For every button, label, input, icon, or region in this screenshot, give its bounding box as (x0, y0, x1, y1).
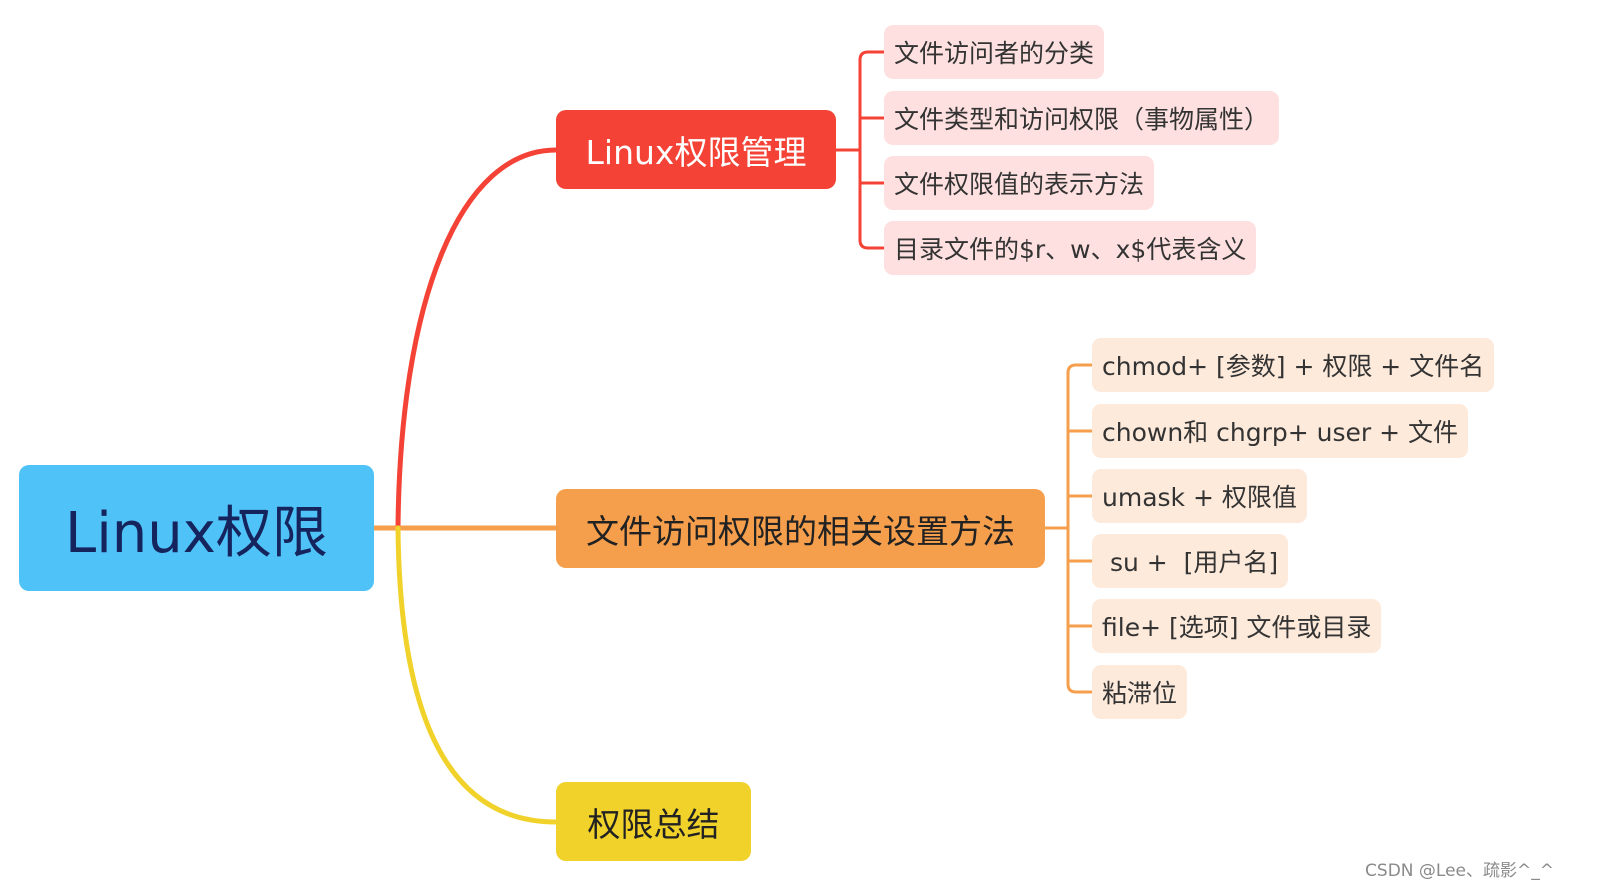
leaf-node[interactable]: chown和 chgrp+ user + 文件 (1092, 404, 1468, 458)
connector-root-to-branch-summary (395, 525, 559, 825)
leaf-node-label: chown和 chgrp+ user + 文件 (1102, 418, 1458, 447)
branch-node-access-settings[interactable]: 文件访问权限的相关设置方法 (556, 489, 1045, 568)
watermark: CSDN @Lee、疏影^_^ (1365, 861, 1554, 881)
leaf-node[interactable]: 粘滞位 (1092, 665, 1188, 719)
branch-node-permission-management[interactable]: Linux权限管理 (556, 110, 836, 189)
leaf-node-label: 粘滞位 (1102, 679, 1178, 708)
branch-node-label: 权限总结 (587, 804, 720, 844)
leaf-node-label: 文件权限值的表示方法 (894, 170, 1145, 199)
connector-branch2-children (1043, 363, 1094, 694)
leaf-node[interactable]: su + [用户名] (1092, 534, 1289, 588)
branch-node-label: 文件访问权限的相关设置方法 (586, 511, 1015, 551)
leaf-node[interactable]: file+ [选项] 文件或目录 (1092, 599, 1382, 653)
connector-root-to-branch-permission-management (371, 147, 559, 531)
leaf-node-label: 目录文件的$r、w、x$代表含义 (894, 235, 1247, 264)
leaf-node-label: 文件访问者的分类 (894, 39, 1095, 68)
root-node-label: Linux权限 (65, 500, 328, 566)
leaf-node-label: file+ [选项] 文件或目录 (1102, 613, 1372, 642)
root-node[interactable]: Linux权限 (19, 465, 374, 591)
leaf-node[interactable]: umask + 权限值 (1092, 469, 1307, 523)
branch-node-summary[interactable]: 权限总结 (556, 782, 751, 861)
leaf-node[interactable]: 目录文件的$r、w、x$代表含义 (884, 221, 1257, 275)
leaf-node[interactable]: 文件类型和访问权限（事物属性） (884, 91, 1280, 145)
leaf-node-label: 文件类型和访问权限（事物属性） (894, 105, 1270, 134)
branch-node-label: Linux权限管理 (585, 132, 807, 172)
leaf-node-label: su + [用户名] (1102, 548, 1279, 577)
leaf-node-label: chmod+ [参数] + 权限 + 文件名 (1102, 352, 1485, 381)
leaf-node[interactable]: 文件权限值的表示方法 (884, 156, 1155, 210)
leaf-node[interactable]: chmod+ [参数] + 权限 + 文件名 (1092, 338, 1495, 392)
leaf-node[interactable]: 文件访问者的分类 (884, 25, 1105, 79)
leaf-node-label: umask + 权限值 (1102, 483, 1297, 512)
connector-branch1-children (834, 50, 886, 250)
